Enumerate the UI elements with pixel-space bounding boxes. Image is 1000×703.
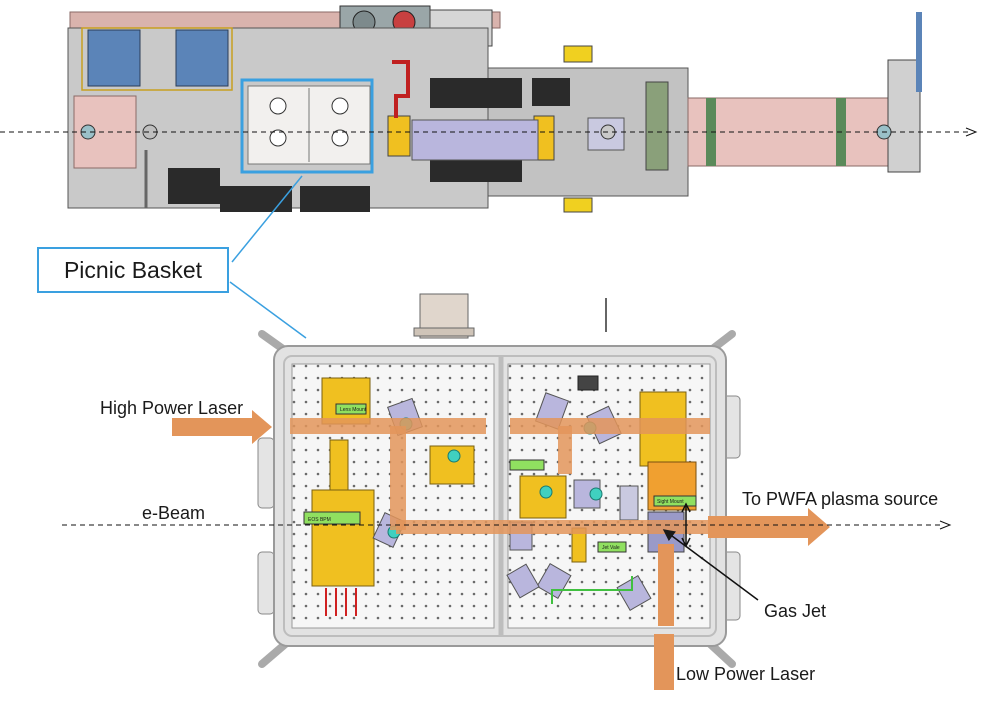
overview-beamline [0, 5, 978, 213]
svg-text:EOS BPM: EOS BPM [308, 517, 331, 523]
low-power-laser-label: Low Power Laser [676, 664, 816, 684]
pwfa-output-arrow [708, 508, 830, 546]
svg-text:Jet Vale: Jet Vale [602, 545, 620, 551]
high-power-laser-label: High Power Laser [100, 398, 244, 418]
low-power-laser-beam-outer [654, 634, 674, 690]
picnic-basket-chamber: Lens Mount EOS BPM Sight Mount [257, 293, 741, 668]
gas-jet-label: Gas Jet [764, 601, 827, 621]
callout-pointer-top [231, 175, 303, 263]
picnic-basket-highlight [240, 78, 374, 174]
svg-text:Lens Mount: Lens Mount [340, 407, 367, 413]
picnic-basket-callout: Picnic Basket [37, 247, 229, 293]
callout-pointer-bottom [229, 281, 307, 339]
to-pwfa-label: To PWFA plasma source [742, 489, 939, 509]
ebeam-label: e-Beam [142, 503, 206, 523]
low-power-laser-beam-inner [658, 544, 674, 626]
high-power-laser-arrow [172, 410, 272, 444]
gas-jet-pointer [662, 529, 759, 601]
svg-text:Sight Mount: Sight Mount [657, 499, 684, 505]
